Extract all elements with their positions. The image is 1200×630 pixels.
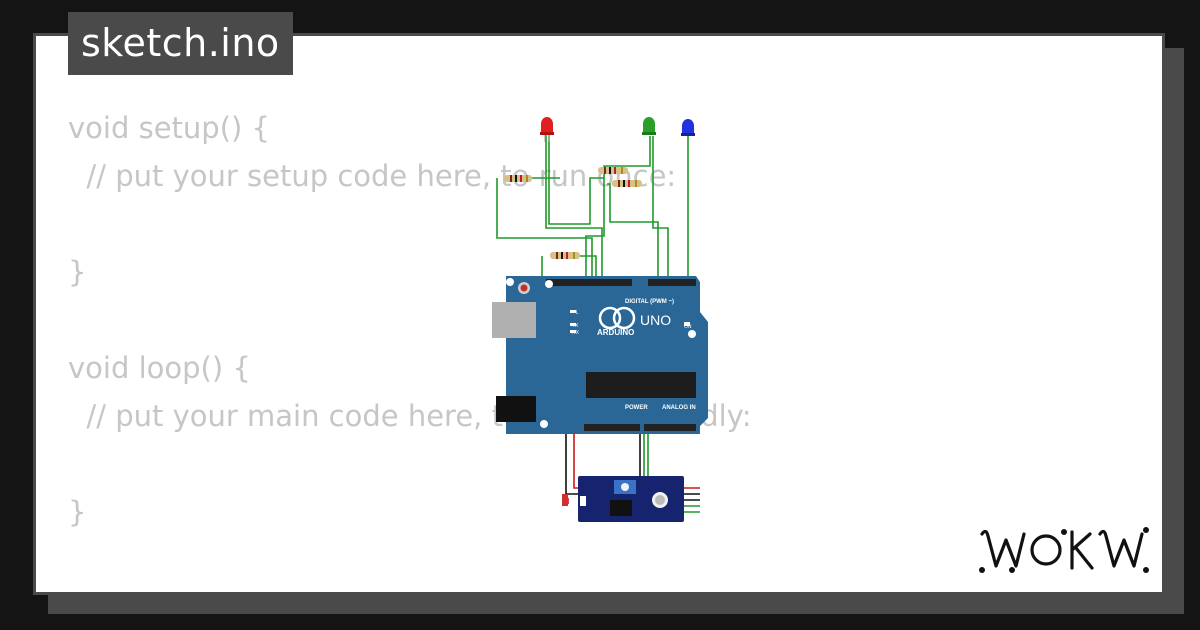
microcontroller-chip-icon bbox=[586, 372, 696, 398]
red-led-icon[interactable] bbox=[540, 117, 554, 142]
sensor-module[interactable] bbox=[562, 476, 684, 522]
on-label: ON bbox=[684, 324, 692, 330]
power-jack-icon bbox=[496, 396, 536, 422]
code-line: } bbox=[68, 495, 87, 529]
wokwi-logo bbox=[979, 527, 1149, 573]
code-line: } bbox=[68, 255, 87, 289]
resistor-icon[interactable] bbox=[504, 175, 532, 182]
led-label: L bbox=[576, 310, 579, 316]
power-header-label: POWER bbox=[625, 405, 648, 411]
arduino-uno-board[interactable]: ARDUINO UNO DIGITAL (PWM ~) POWER ANALOG… bbox=[492, 276, 708, 434]
led-label: TX bbox=[572, 323, 579, 329]
resistor-icon[interactable] bbox=[550, 252, 580, 259]
board-brand-label: ARDUINO bbox=[597, 328, 634, 337]
usb-port-icon bbox=[492, 302, 536, 338]
circuit-diagram: ARDUINO UNO DIGITAL (PWM ~) POWER ANALOG… bbox=[492, 117, 708, 522]
resistor-icon[interactable] bbox=[612, 180, 642, 187]
led-label: RX bbox=[572, 330, 580, 336]
green-led-icon[interactable] bbox=[642, 117, 656, 135]
resistor-icon[interactable] bbox=[598, 167, 628, 174]
code-line: void loop() { bbox=[68, 351, 251, 385]
board-model-label: UNO bbox=[640, 312, 671, 328]
analog-header-label: ANALOG IN bbox=[662, 405, 696, 411]
blue-led-icon[interactable] bbox=[681, 119, 695, 136]
sketch-title-tab[interactable]: sketch.ino bbox=[68, 12, 293, 75]
code-line: // put your setup code here, to run once… bbox=[68, 159, 677, 193]
digital-header-label: DIGITAL (PWM ~) bbox=[625, 299, 674, 305]
code-line: void setup() { bbox=[68, 111, 270, 145]
